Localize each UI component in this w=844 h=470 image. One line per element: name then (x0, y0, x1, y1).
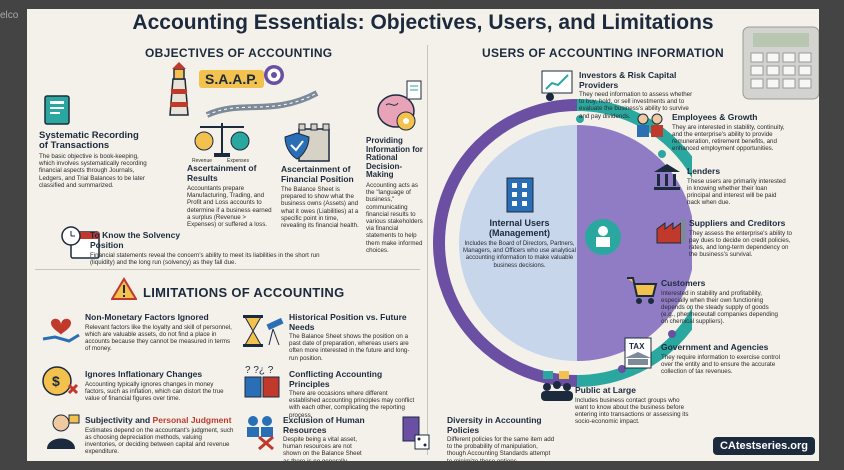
objective-financial-position: Ascertainment of Financial Position The … (281, 164, 359, 230)
limitation-non-monetary: Non-Monetary Factors Ignored Relevant fa… (85, 312, 232, 353)
objective-ascertainment-results: Ascertainment of Results Accountants pre… (187, 163, 272, 229)
objective-decision-making: Providing Information for Rational Decis… (366, 136, 423, 254)
limitations-heading: LIMITATIONS OF ACCOUNTING (143, 285, 345, 300)
svg-text:TAX: TAX (629, 342, 645, 351)
calendar-clock-icon (61, 226, 100, 259)
brain-gear-icon (377, 94, 416, 131)
road-icon (205, 90, 319, 118)
page-title: Accounting Essentials: Objectives, Users… (132, 11, 714, 34)
objective-systematic-recording: Systematic Recording of Transactions The… (39, 130, 147, 189)
horizontal-divider (35, 269, 420, 270)
objective-solvency: To Know the Solvency Position Financial … (90, 230, 320, 267)
source-badge: CAtestseries.org (712, 437, 815, 455)
limitation-subjectivity: Subjectivity and Personal Judgment Estim… (85, 415, 234, 456)
coin-expense-label: Expenses (227, 158, 249, 164)
user-government: Government and Agencies They require inf… (661, 342, 780, 375)
ledger-book-icon (44, 95, 70, 125)
target-icon (264, 65, 284, 85)
vertical-divider (427, 45, 428, 455)
coin-revenue-label: Revenue (192, 158, 213, 164)
diversity-books-icon (402, 416, 430, 450)
users-heading: USERS OF ACCOUNTING INFORMATION (482, 46, 724, 60)
public-crowd-icon (541, 371, 573, 401)
conflicting-books-icon: ? ?¿ ? (244, 365, 280, 398)
employees-growth-icon (637, 113, 663, 137)
limitation-inflation: Ignores Inflationary Changes Accounting … (85, 369, 224, 402)
user-suppliers: Suppliers and Creditors They assess the … (689, 218, 792, 259)
scale-balance-icon (194, 123, 250, 157)
infographic-poster: Accounting Essentials: Objectives, Users… (27, 9, 819, 461)
hourglass-telescope-icon (243, 315, 284, 347)
government-tax-icon: TAX (624, 337, 652, 369)
user-customers: Customers Interested in stability and pr… (661, 278, 778, 326)
calculator-icon (742, 26, 819, 100)
limitation-conflicting-principles: Conflicting Accounting Principles There … (289, 369, 415, 419)
office-building-icon (506, 177, 534, 213)
objectives-heading: OBJECTIVES OF ACCOUNTING (145, 46, 333, 60)
user-lenders: Lenders These users are primarily intere… (687, 166, 786, 207)
user-public: Public at Large Includes business contac… (575, 385, 689, 426)
shopping-cart-icon (627, 277, 658, 304)
bank-icon (654, 164, 680, 190)
saap-banner: S.A.A.P. (199, 70, 264, 88)
excluded-people-icon (247, 416, 274, 451)
person-thinking-icon (47, 414, 80, 449)
castle-shield-icon (284, 123, 330, 162)
document-icon (406, 80, 422, 100)
investor-chart-icon (541, 70, 573, 101)
user-investors: Investors & Risk Capital Providers They … (579, 70, 693, 120)
limitation-human-resources: Exclusion of Human Resources Despite bei… (283, 415, 365, 461)
heart-hand-icon (42, 318, 80, 343)
internal-users: Internal Users(Management) Includes the … (463, 218, 576, 269)
warning-icon (111, 277, 137, 300)
factory-icon (656, 219, 686, 244)
svg-text:$: $ (52, 373, 60, 389)
svg-text:? ?¿ ?: ? ?¿ ? (245, 365, 274, 376)
lighthouse-icon (169, 62, 189, 116)
limitation-diversity-policies: Diversity in Accounting Policies Differe… (447, 415, 555, 461)
team-network-icon (585, 219, 621, 255)
user-employees: Employees & Growth They are interested i… (672, 112, 785, 153)
limitation-historical-position: Historical Position vs. Future Needs The… (289, 312, 410, 362)
money-bag-icon: $ (42, 366, 79, 396)
background-text: elco (0, 10, 19, 21)
